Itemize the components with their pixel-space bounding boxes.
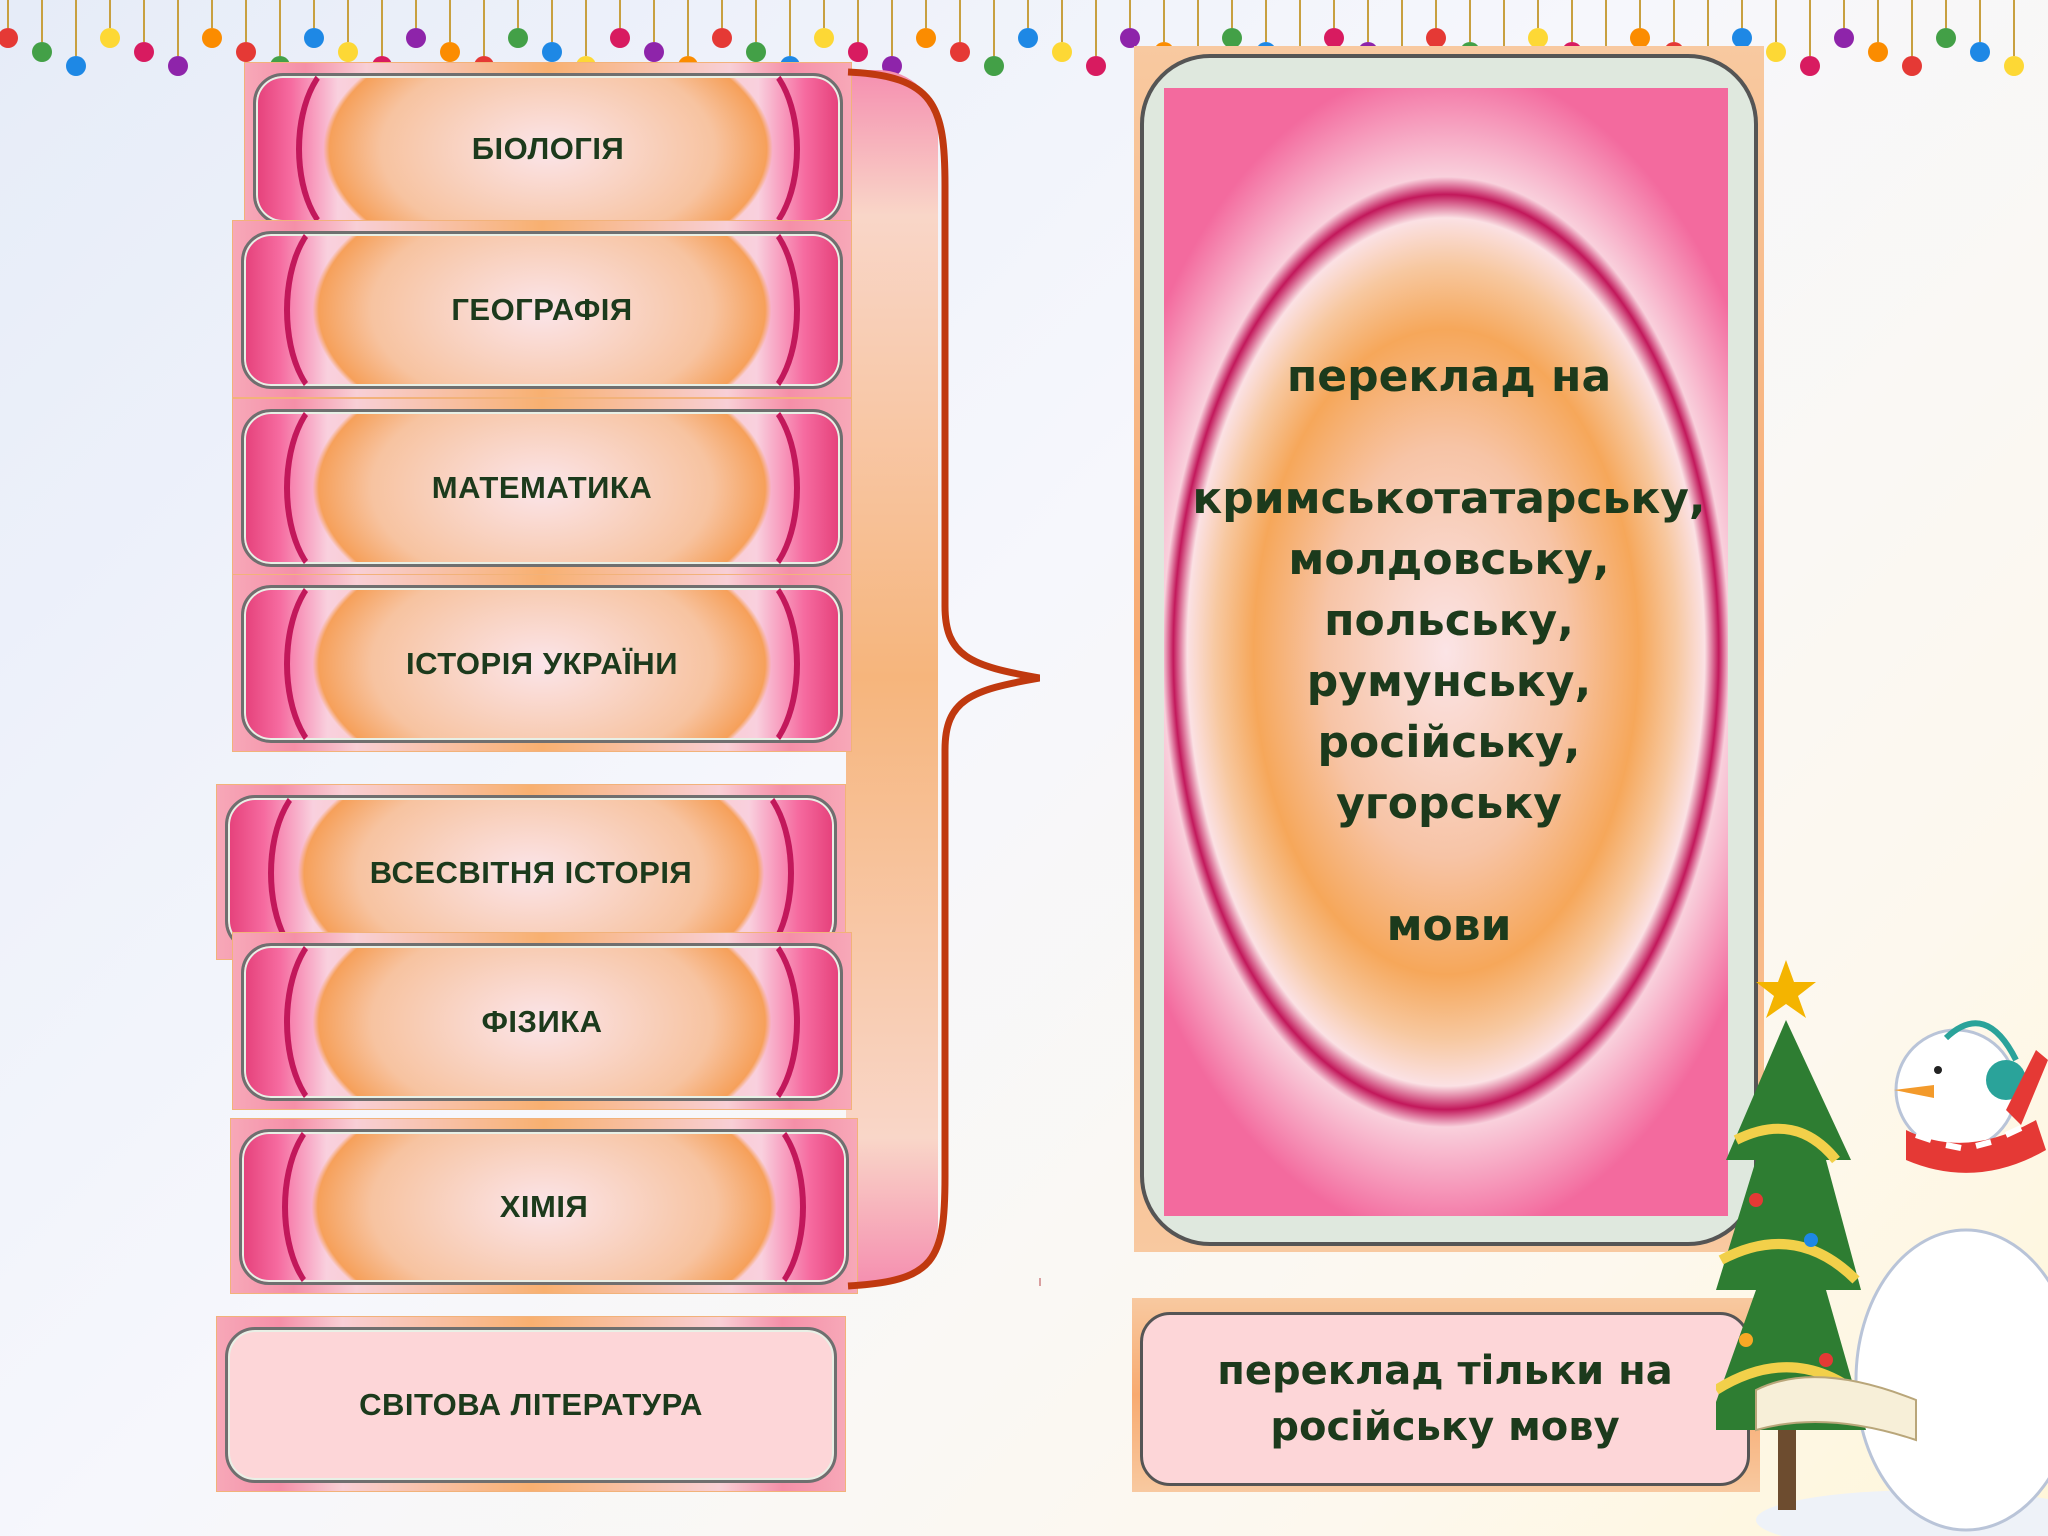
ornament-icon [712,28,732,48]
ornament-icon [134,42,154,62]
ornament-icon [1120,28,1140,48]
ornament-icon [2004,56,2024,76]
ornament-icon [1732,28,1752,48]
subject-label: МАТЕМАТИКА [432,470,652,506]
subject-button-geography[interactable]: ГЕОГРАФІЯ [232,220,852,398]
ornament-icon [168,56,188,76]
ornament-icon [406,28,426,48]
ornament-icon [1766,42,1786,62]
subject-label: ГЕОГРАФІЯ [451,292,632,328]
ornament-icon [1528,28,1548,48]
ornament-icon [100,28,120,48]
language-item: кримськотатарську, [1134,468,1764,529]
subject-button-biology[interactable]: БІОЛОГІЯ [244,62,852,234]
subject-button-history-ukraine[interactable]: ІСТОРІЯ УКРАЇНИ [232,574,852,752]
ornament-icon [304,28,324,48]
ornament-icon [814,28,834,48]
translation-card: переклад на кримськотатарську, молдовськ… [1134,46,1764,1252]
russian-only-line1: переклад тільки на [1217,1343,1672,1399]
ornament-icon [1834,28,1854,48]
subject-button-world-literature[interactable]: СВІТОВА ЛІТЕРАТУРА [216,1316,846,1492]
ornament-icon [542,42,562,62]
subject-button-chemistry[interactable]: ХІМІЯ [230,1118,858,1294]
curly-brace-icon [840,66,1040,1292]
ornament-icon [1630,28,1650,48]
ornament-icon [32,42,52,62]
subject-label: ФІЗИКА [481,1004,602,1040]
ornament-icon [1936,28,1956,48]
russian-only-line2: російську мову [1270,1399,1619,1455]
subject-label: ІСТОРІЯ УКРАЇНИ [406,646,678,682]
divider-mark [1039,1278,1041,1286]
ornament-icon [66,56,86,76]
ornament-icon [1426,28,1446,48]
language-item: молдовську, [1134,529,1764,590]
language-item: угорську [1134,773,1764,834]
russian-only-card: переклад тільки на російську мову [1132,1298,1760,1492]
ornament-icon [1902,56,1922,76]
ornament-icon [0,28,18,48]
ornament-icon [916,28,936,48]
ornament-icon [1018,28,1038,48]
language-item: польську, [1134,590,1764,651]
ornament-icon [1970,42,1990,62]
translation-heading: переклад на [1134,346,1764,407]
ornament-icon [1324,28,1344,48]
ornament-icon [1800,56,1820,76]
subject-button-mathematics[interactable]: МАТЕМАТИКА [232,398,852,576]
ornament-icon [848,42,868,62]
ornament-icon [1086,56,1106,76]
translation-footer: мови [1134,895,1764,956]
ornament-icon [508,28,528,48]
ornament-icon [644,42,664,62]
translation-card-text: переклад на кримськотатарську, молдовськ… [1134,346,1764,956]
ornament-icon [610,28,630,48]
language-item: румунську, [1134,651,1764,712]
subject-label: БІОЛОГІЯ [472,131,625,167]
ornament-icon [440,42,460,62]
snowman-christmas-tree-illustration [1716,960,2048,1536]
ornament-icon [950,42,970,62]
ornament-icon [202,28,222,48]
ornament-icon [1052,42,1072,62]
subject-button-physics[interactable]: ФІЗИКА [232,932,852,1110]
russian-only-card-frame: переклад тільки на російську мову [1140,1312,1750,1486]
ornament-icon [236,42,256,62]
subject-label: ВСЕСВІТНЯ ІСТОРІЯ [370,855,692,891]
ornament-icon [1222,28,1242,48]
subject-label: СВІТОВА ЛІТЕРАТУРА [359,1387,703,1423]
subject-label: ХІМІЯ [500,1189,589,1225]
language-item: російську, [1134,712,1764,773]
ornament-icon [1868,42,1888,62]
